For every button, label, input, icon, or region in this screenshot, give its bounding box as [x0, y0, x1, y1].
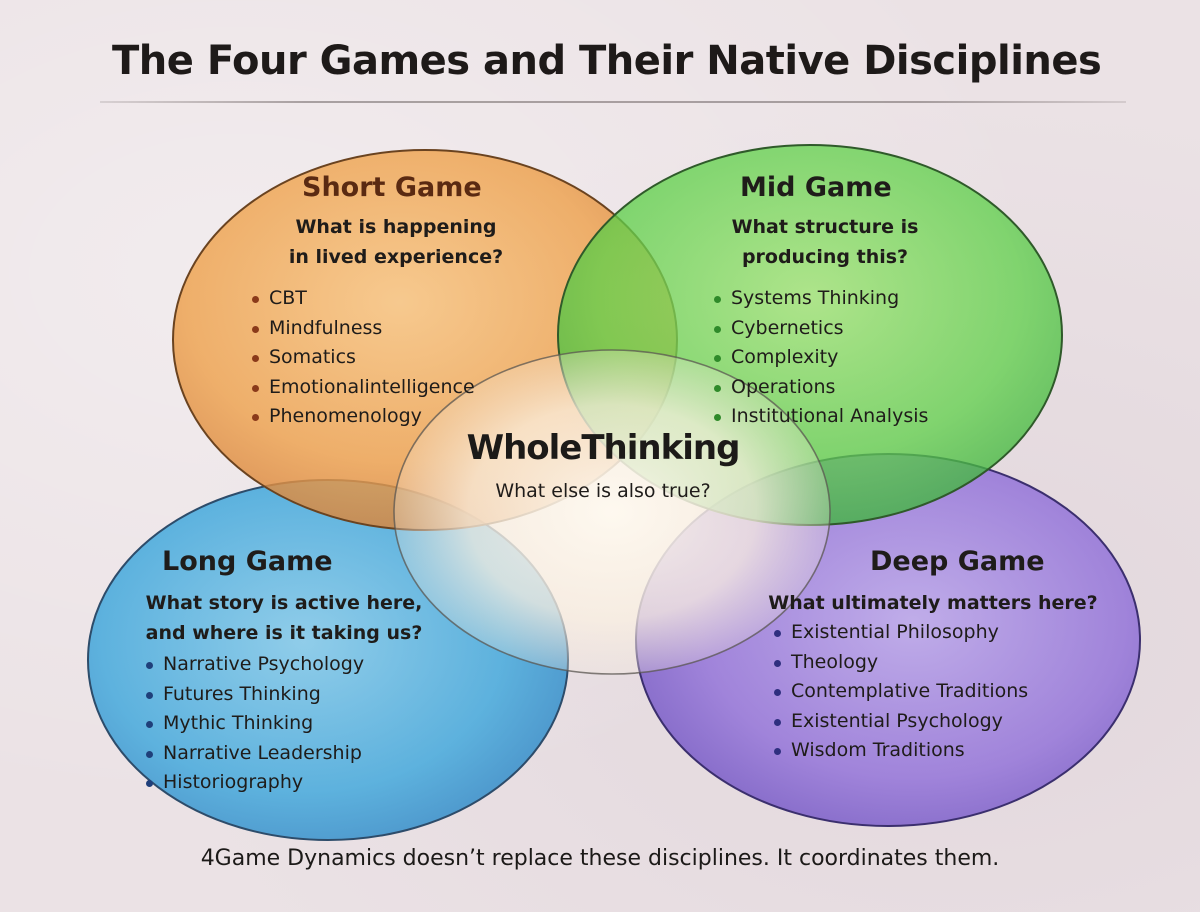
list-item: Wisdom Traditions	[772, 736, 1028, 766]
footer-caption: 4Game Dynamics doesn’t replace these dis…	[200, 846, 1000, 871]
wholethinking-title: WholeThinking	[466, 428, 741, 468]
short-game-title: Short Game	[302, 172, 482, 203]
list-item: Mythic Thinking	[144, 709, 364, 739]
long-game-question-line1: What story is active here,	[145, 592, 423, 614]
list-item: Futures Thinking	[144, 680, 364, 710]
page-title: The Four Games and Their Native Discipli…	[112, 38, 1102, 84]
list-item: Complexity	[712, 343, 928, 373]
deep-game-title: Deep Game	[870, 546, 1045, 577]
wholethinking-circle	[393, 349, 831, 675]
mid-game-question-line2: producing this?	[741, 246, 909, 268]
wholethinking-question: What else is also true?	[495, 480, 711, 502]
deep-game-list: Existential Philosophy Theology Contempl…	[772, 618, 1028, 766]
long-game-question: What story is active here, and where is …	[114, 588, 454, 648]
deep-game-question-line1: What ultimately matters here?	[768, 592, 1098, 614]
mid-game-question: What structure is producing this?	[670, 212, 980, 272]
list-item: Theology	[772, 648, 1028, 678]
list-item: Operations	[712, 373, 928, 403]
list-item: Existential Psychology	[772, 707, 1028, 737]
list-item: Cybernetics	[712, 314, 928, 344]
mid-game-question-line1: What structure is	[731, 216, 919, 238]
mid-game-title: Mid Game	[740, 172, 892, 203]
short-game-list: CBT Mindfulness Somatics Emotionalintell…	[250, 284, 475, 432]
short-game-question: What is happening in lived experience?	[236, 212, 556, 272]
list-item: Contemplative Traditions	[772, 677, 1028, 707]
list-item: Phenomenology	[250, 402, 475, 432]
long-game-list: Narrative Psychology Futures Thinking My…	[144, 650, 364, 798]
list-item: Institutional Analysis	[712, 402, 928, 432]
list-item: Narrative Leadership	[144, 739, 364, 769]
short-game-question-line2: in lived experience?	[288, 246, 504, 268]
list-item: Somatics	[250, 343, 475, 373]
list-item: Historiography	[144, 768, 364, 798]
list-item: Mindfulness	[250, 314, 475, 344]
mid-game-list: Systems Thinking Cybernetics Complexity …	[712, 284, 928, 432]
deep-game-question: What ultimately matters here?	[748, 588, 1118, 618]
short-game-question-line1: What is happening	[295, 216, 497, 238]
list-item: Systems Thinking	[712, 284, 928, 314]
list-item: Existential Philosophy	[772, 618, 1028, 648]
list-item: Narrative Psychology	[144, 650, 364, 680]
long-game-question-line2: and where is it taking us?	[145, 622, 423, 644]
list-item: CBT	[250, 284, 475, 314]
list-item: Emotionalintelligence	[250, 373, 475, 403]
title-divider	[100, 101, 1126, 103]
long-game-title: Long Game	[162, 546, 333, 577]
